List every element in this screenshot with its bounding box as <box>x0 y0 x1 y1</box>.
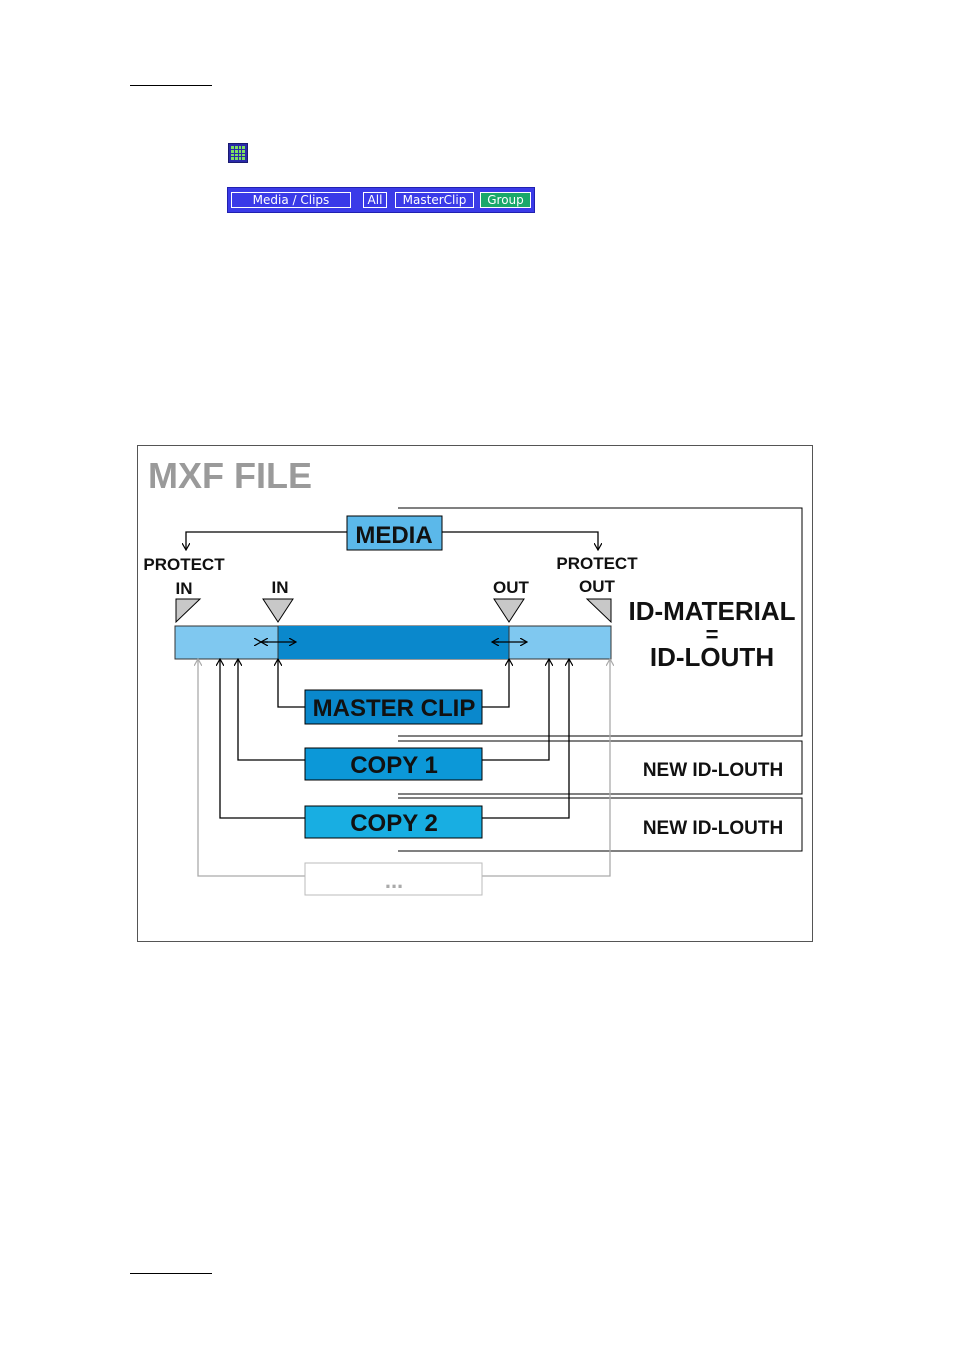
copy1-right-link <box>482 659 549 760</box>
header-rule <box>130 85 212 86</box>
grid-icon[interactable] <box>228 143 248 163</box>
more-copies-left-link <box>198 659 305 876</box>
diagram-title: MXF FILE <box>148 455 312 496</box>
copy2-left-link <box>220 659 305 818</box>
protect-out-marker <box>587 599 611 622</box>
footer-rule <box>130 1273 212 1274</box>
protect-out-label-1: PROTECT <box>556 554 638 573</box>
new-id-louth-1: NEW ID-LOUTH <box>643 760 783 781</box>
master-clip-label: MASTER CLIP <box>313 695 476 722</box>
media-left-arrow <box>186 532 347 550</box>
protect-in-label-2: IN <box>176 579 193 598</box>
new-id-louth-2: NEW ID-LOUTH <box>643 818 783 839</box>
protect-in-label-1: PROTECT <box>143 555 225 574</box>
media-bar-clip-range <box>278 626 509 659</box>
group-button[interactable]: Group <box>480 192 531 208</box>
in-label: IN <box>272 578 289 597</box>
out-marker <box>494 599 524 622</box>
master-clip-left-link <box>278 659 305 707</box>
protect-out-label-2: OUT <box>579 577 616 596</box>
media-toolbar: Media / Clips All MasterClip Group <box>227 187 535 213</box>
copy2-label: COPY 2 <box>350 810 438 837</box>
id-louth-label: ID-LOUTH <box>650 642 774 672</box>
media-label: MEDIA <box>355 522 432 549</box>
mxf-file-diagram: MXF FILE MEDIA PROTECT IN IN OUT PROTECT… <box>137 445 813 942</box>
more-copies-right-link <box>482 659 610 876</box>
media-right-arrow <box>442 532 598 550</box>
masterclip-button[interactable]: MasterClip <box>395 192 474 208</box>
in-marker <box>263 599 293 622</box>
copy1-label: COPY 1 <box>350 752 438 779</box>
protect-in-marker <box>176 599 200 622</box>
media-clips-button[interactable]: Media / Clips <box>231 192 351 208</box>
out-label: OUT <box>493 578 530 597</box>
master-clip-right-link <box>482 659 509 707</box>
more-copies-label: ... <box>385 868 403 893</box>
all-button[interactable]: All <box>363 192 387 208</box>
copy1-left-link <box>238 659 305 760</box>
